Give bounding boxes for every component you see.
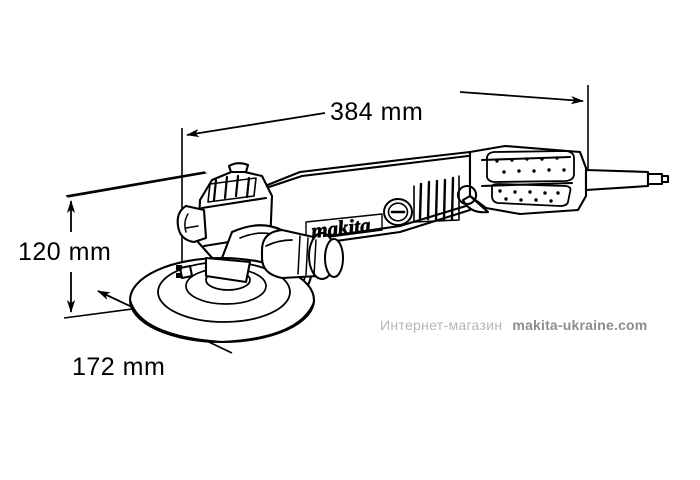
housing-top-edge xyxy=(264,154,470,190)
clamp-bolt-detail xyxy=(176,265,182,278)
watermark: Интернет-магазин makita-ukraine.com xyxy=(380,317,647,333)
cable-tip xyxy=(646,172,664,186)
grip-panel-lower xyxy=(490,183,572,207)
side-handle-boss-inner xyxy=(184,213,189,233)
side-handle-neck xyxy=(265,239,293,247)
disc-rim-thickness xyxy=(129,299,315,343)
spindle-lock-button xyxy=(227,162,250,174)
cable-end-cap xyxy=(660,174,670,184)
side-handle-boss xyxy=(176,204,208,244)
ventilation-louvers xyxy=(418,176,455,222)
dimension-arrow-length-left xyxy=(186,112,326,138)
grip-panel-upper xyxy=(485,150,575,183)
watermark-shop-text: Интернет-магазин xyxy=(380,317,503,333)
gear-head-foot xyxy=(204,256,252,284)
watermark-domain-text: makita-ukraine.com xyxy=(512,317,648,333)
reference-line-top xyxy=(67,172,207,198)
gear-head-seam xyxy=(200,196,268,210)
grip-perforations xyxy=(495,156,566,203)
front-nose xyxy=(185,225,199,229)
side-handle-grip-ribs xyxy=(297,235,317,277)
extension-line-top xyxy=(65,171,206,197)
dimension-arrow-length-right xyxy=(459,91,584,105)
makita-logo: makita xyxy=(310,213,372,243)
dimension-label-length: 384 mm xyxy=(330,98,424,126)
side-handle-end-cap xyxy=(324,238,344,278)
lock-button xyxy=(457,184,478,205)
grinder-illustration xyxy=(67,144,670,344)
dimension-label-width: 172 mm xyxy=(72,353,166,381)
brand-plate xyxy=(305,213,383,241)
brush-cap xyxy=(383,198,413,226)
makita-logo-group: makita xyxy=(310,213,372,244)
gear-head-rib-frame xyxy=(207,177,257,203)
cable-strain-relief xyxy=(584,168,650,192)
dimension-label-height: 120 mm xyxy=(18,238,112,266)
